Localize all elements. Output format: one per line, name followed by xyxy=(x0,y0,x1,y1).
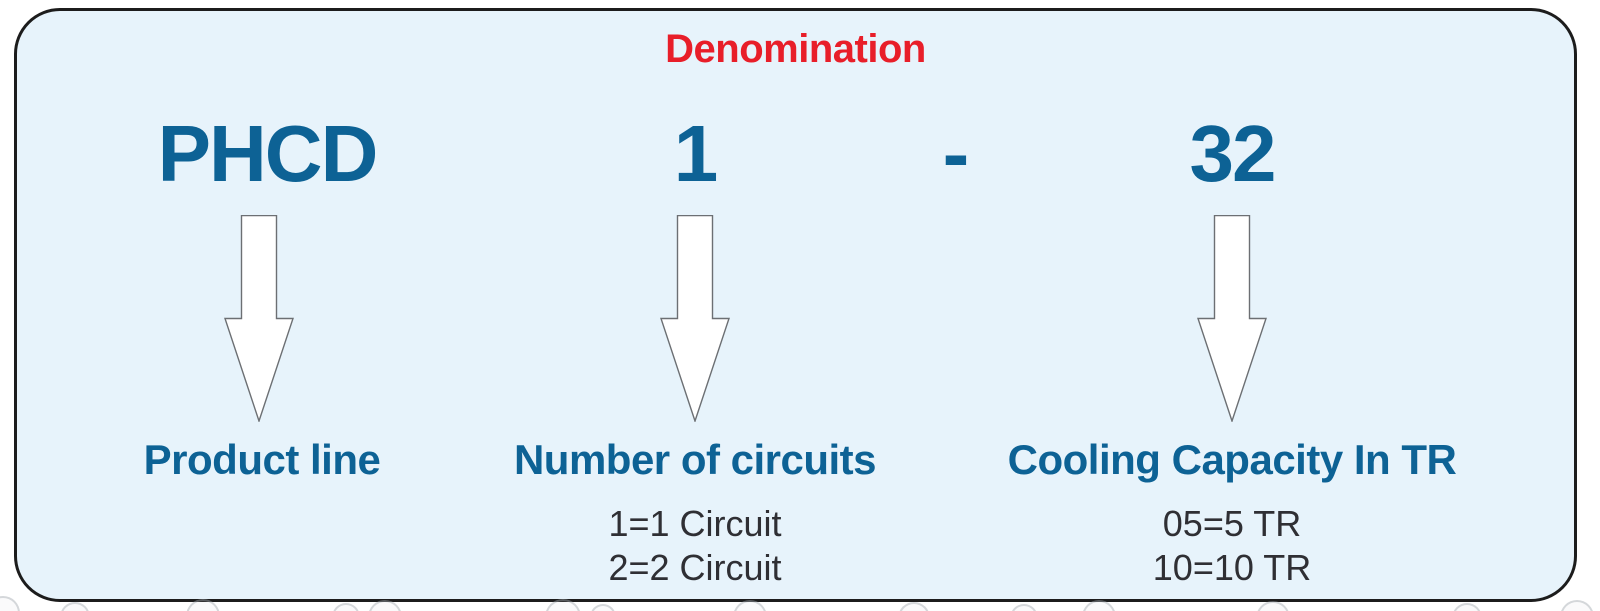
detail-line: 10=10 TR xyxy=(1152,547,1312,588)
code-number-of-circuits: 1 xyxy=(673,109,718,198)
background-decoration xyxy=(60,602,90,611)
code-separator: - xyxy=(942,109,970,198)
background-decoration xyxy=(590,604,616,611)
background-decoration xyxy=(1010,604,1038,611)
background-decoration xyxy=(1560,600,1594,611)
background-decoration xyxy=(332,603,360,611)
denomination-card: Denomination PHCD 1 - 32 Product line Nu… xyxy=(14,8,1577,602)
background-decoration xyxy=(0,596,20,611)
background-decoration xyxy=(1256,601,1290,611)
details-cooling-capacity: 05=5 TR 10=10 TR xyxy=(1153,502,1311,590)
background-decoration xyxy=(1452,603,1482,611)
detail-line: 1=1 Circuit xyxy=(608,503,782,544)
label-number-of-circuits: Number of circuits xyxy=(513,436,877,483)
details-number-of-circuits: 1=1 Circuit 2=2 Circuit xyxy=(608,502,781,590)
code-cooling-capacity: 32 xyxy=(1189,109,1277,198)
label-cooling-capacity: Cooling Capacity In TR xyxy=(1007,436,1457,483)
down-arrow-icon xyxy=(1197,215,1267,422)
down-arrow-icon xyxy=(224,215,294,422)
detail-line: 05=5 TR xyxy=(1162,503,1302,544)
label-product-line: Product line xyxy=(143,436,381,483)
card-title: Denomination xyxy=(665,27,926,71)
down-arrow-icon xyxy=(660,215,730,422)
code-product-line: PHCD xyxy=(157,109,379,198)
background-decoration xyxy=(898,602,930,611)
detail-line: 2=2 Circuit xyxy=(608,547,782,588)
